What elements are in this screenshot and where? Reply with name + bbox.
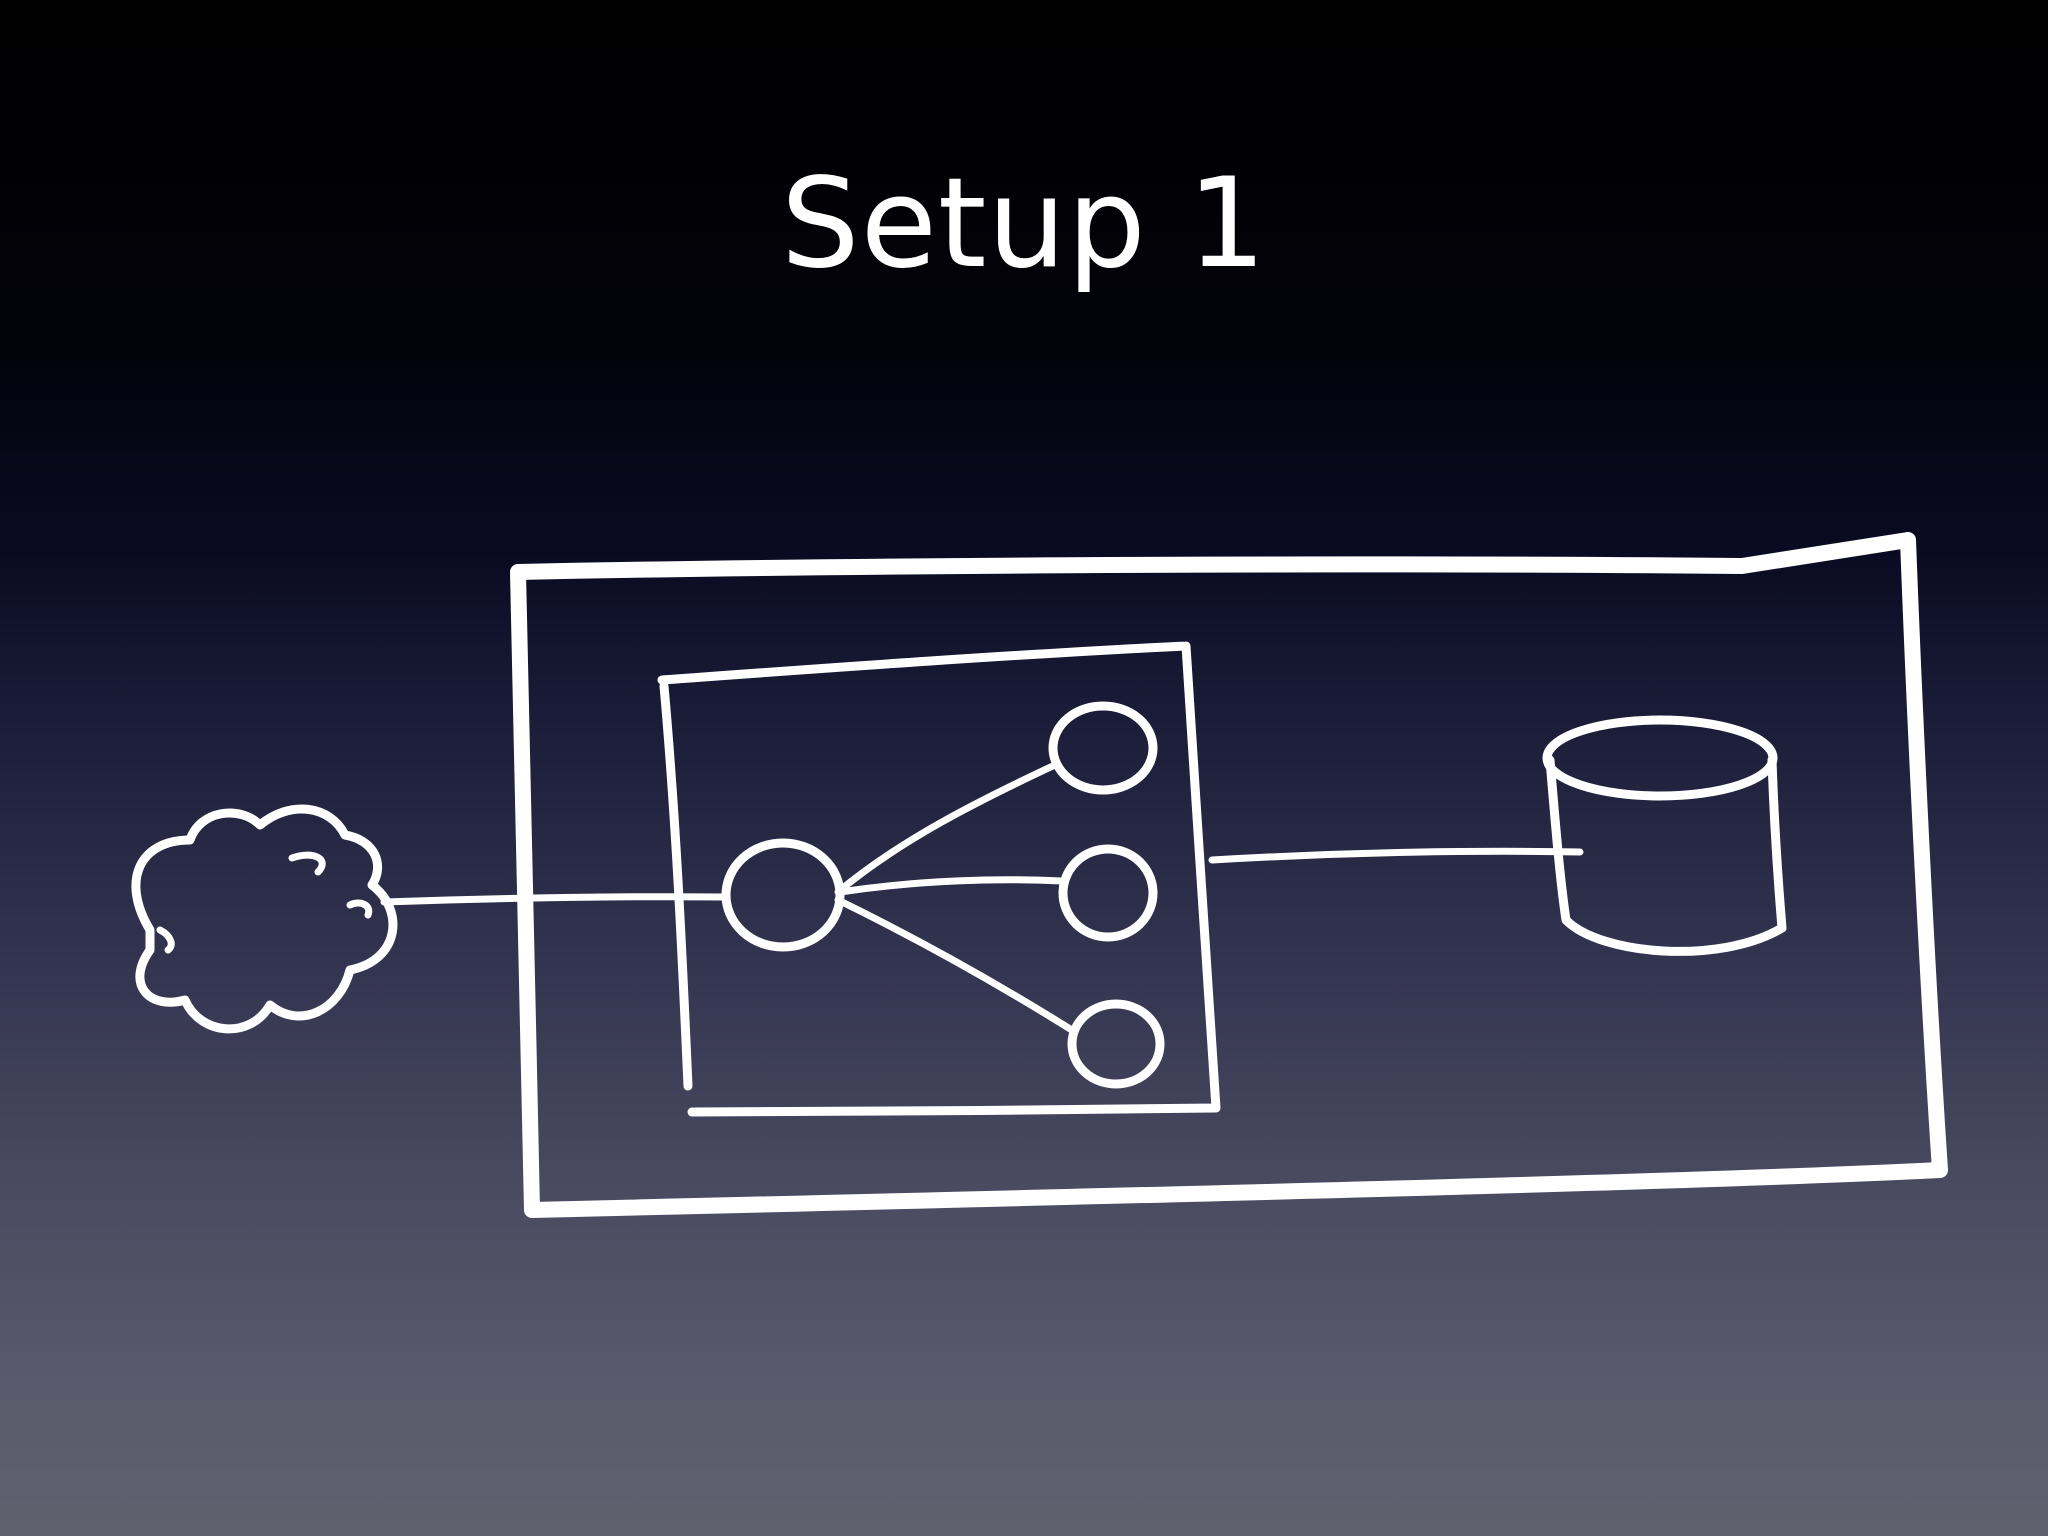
outer-host-box xyxy=(510,532,1948,1218)
cloud-detail xyxy=(156,851,373,954)
inner-container-box xyxy=(657,641,1221,1117)
database-icon xyxy=(1542,715,1787,956)
cloud-icon xyxy=(131,804,398,1034)
edge-cloud-router xyxy=(380,893,730,906)
edge-router-worker-1 xyxy=(834,761,1059,896)
edge-container-database xyxy=(1208,847,1584,864)
worker-node-3 xyxy=(1067,999,1165,1089)
router-node xyxy=(721,838,845,952)
worker-node-1 xyxy=(1048,701,1158,795)
edge-router-worker-3 xyxy=(834,896,1079,1036)
edge-router-worker-2 xyxy=(836,876,1066,896)
slide-title: Setup 1 xyxy=(780,152,1268,296)
worker-node-2 xyxy=(1058,844,1158,942)
